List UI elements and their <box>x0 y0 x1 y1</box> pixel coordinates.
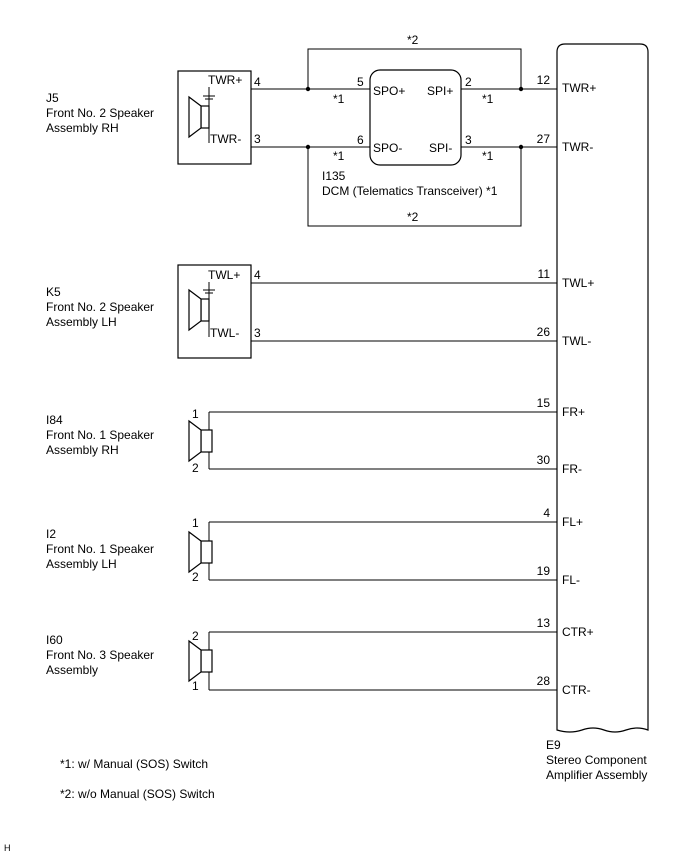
dcm-pin-spo-neg: 6 <box>357 133 364 147</box>
dcm-pin-spi-pos: 2 <box>465 75 472 89</box>
amp-pin-label: FR+ <box>562 405 585 419</box>
j5-speaker-icon <box>188 87 215 143</box>
amplifier-body <box>556 43 649 733</box>
j5-code: J5 <box>46 91 59 105</box>
i60-name-line1: Front No. 3 Speaker <box>46 648 154 662</box>
dcm-pin-spo-pos: 5 <box>357 75 364 89</box>
amp-pin-label: TWL- <box>562 334 591 348</box>
amp-pin-number: 11 <box>538 267 551 281</box>
amp-pin-number: 4 <box>543 506 550 520</box>
k5-speaker-icon <box>188 282 215 337</box>
amp-pin-label: CTR+ <box>562 625 594 639</box>
corner-mark: H <box>4 843 11 852</box>
mark-star2-bottom: *2 <box>407 210 419 224</box>
amp-pin-number: 28 <box>537 674 551 688</box>
amp-pin-label: TWR- <box>562 140 593 154</box>
mark-star1: *1 <box>333 92 345 106</box>
j5-pin-neg-label: TWR- <box>210 132 241 146</box>
i60-pin-top: 2 <box>192 629 199 643</box>
i60-pin-bottom: 1 <box>192 679 199 693</box>
amp-pin-label: TWL+ <box>562 276 594 290</box>
amp-pin-number: 27 <box>537 132 551 146</box>
k5-code: K5 <box>46 285 61 299</box>
j5-wiring: *2 *2 *1 *1 *1 *1 <box>251 33 557 227</box>
i2-speaker-icon <box>188 522 213 580</box>
i60-code: I60 <box>46 633 63 647</box>
j5-name-line2: Assembly RH <box>46 121 119 135</box>
i2-code: I2 <box>46 527 56 541</box>
splice-dot <box>305 144 311 150</box>
j5-name-line1: Front No. 2 Speaker <box>46 106 154 120</box>
j5-pin-neg-number: 3 <box>254 132 261 146</box>
amp-pin-number: 26 <box>537 325 551 339</box>
dcm-spo-neg: SPO- <box>373 141 402 155</box>
amplifier-code: E9 <box>546 738 561 752</box>
amplifier-pins: 12 TWR+ 27 TWR- 11 TWL+ 26 TWL- 15 FR+ 3… <box>537 73 597 697</box>
i84-pin-bottom: 2 <box>192 461 199 475</box>
amp-pin-number: 13 <box>537 616 551 630</box>
i60-speaker-icon <box>188 632 213 690</box>
amplifier-name-line2: Amplifier Assembly <box>546 768 647 782</box>
amp-pin-number: 30 <box>537 453 551 467</box>
amp-pin-label: CTR- <box>562 683 591 697</box>
splice-dot <box>518 144 524 150</box>
dcm-unit: SPO+ SPO- SPI+ SPI- 5 6 2 3 I135 DCM (Te… <box>322 69 498 198</box>
mark-star2-top: *2 <box>407 33 419 47</box>
amp-pin-number: 19 <box>537 564 551 578</box>
j5-pin-pos-number: 4 <box>254 75 261 89</box>
i84-speaker-icon <box>188 412 213 469</box>
dcm-spo-pos: SPO+ <box>373 84 405 98</box>
amp-pin-label: FL- <box>562 573 580 587</box>
amp-pin-label: FR- <box>562 462 582 476</box>
k5-name-line1: Front No. 2 Speaker <box>46 300 154 314</box>
dcm-name: DCM (Telematics Transceiver) *1 <box>322 184 498 198</box>
amp-pin-label: FL+ <box>562 515 583 529</box>
amp-pin-number: 12 <box>537 73 551 87</box>
k5-name-line2: Assembly LH <box>46 315 117 329</box>
k5-pin-pos-label: TWL+ <box>208 268 240 282</box>
k5-pin-neg-label: TWL- <box>210 326 239 340</box>
dcm-pin-spi-neg: 3 <box>465 133 472 147</box>
mark-star1: *1 <box>482 149 494 163</box>
i84-name-line1: Front No. 1 Speaker <box>46 428 154 442</box>
i60-name-line2: Assembly <box>46 663 98 677</box>
i2-pin-bottom: 2 <box>192 570 199 584</box>
dcm-spi-neg: SPI- <box>429 141 452 155</box>
speaker-k5: K5 Front No. 2 Speaker Assembly LH TWL+ … <box>46 264 557 359</box>
amplifier-name-line1: Stereo Component <box>546 753 647 767</box>
mark-star1: *1 <box>482 92 494 106</box>
speaker-i84: I84 Front No. 1 Speaker Assembly RH 1 2 <box>46 407 557 475</box>
speaker-i60: I60 Front No. 3 Speaker Assembly 2 1 <box>46 629 557 693</box>
amp-pin-label: TWR+ <box>562 81 596 95</box>
j5-pin-pos-label: TWR+ <box>208 73 242 87</box>
speaker-i2: I2 Front No. 1 Speaker Assembly LH 1 2 <box>46 516 557 584</box>
dcm-spi-pos: SPI+ <box>427 84 453 98</box>
k5-pin-neg-number: 3 <box>254 326 261 340</box>
j5-connector-box <box>177 70 252 165</box>
i84-code: I84 <box>46 413 63 427</box>
i84-pin-top: 1 <box>192 407 199 421</box>
i2-name-line2: Assembly LH <box>46 557 117 571</box>
i2-pin-top: 1 <box>192 516 199 530</box>
mark-star1: *1 <box>333 149 345 163</box>
amp-pin-number: 15 <box>537 396 551 410</box>
note-star1: *1: w/ Manual (SOS) Switch <box>60 757 208 771</box>
i84-name-line2: Assembly RH <box>46 443 119 457</box>
speaker-j5: J5 Front No. 2 Speaker Assembly RH TWR+ … <box>46 70 261 165</box>
splice-dot <box>518 86 524 92</box>
dcm-box <box>369 69 462 166</box>
splice-dot <box>305 86 311 92</box>
note-star2: *2: w/o Manual (SOS) Switch <box>60 787 215 801</box>
k5-pin-pos-number: 4 <box>254 268 261 282</box>
dcm-code: I135 <box>322 169 346 183</box>
i2-name-line1: Front No. 1 Speaker <box>46 542 154 556</box>
